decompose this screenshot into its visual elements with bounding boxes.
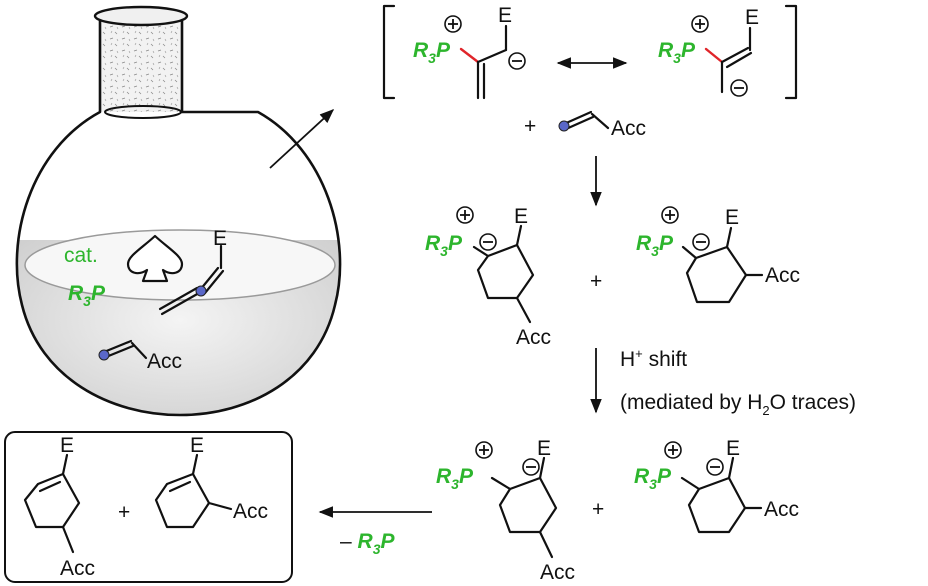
svg-text:Acc: Acc <box>765 264 800 287</box>
positive-charge-icon <box>475 441 493 459</box>
svg-text:R3P: R3P <box>425 232 463 259</box>
plus-sign: + <box>590 270 602 293</box>
cyclopentene-3-acc: E Acc <box>154 434 268 529</box>
cyclopentene-4-acc: E Acc <box>23 434 95 580</box>
flask-neck-frost <box>100 18 182 112</box>
left-bracket <box>382 4 396 100</box>
svg-text:Acc: Acc <box>764 498 799 521</box>
negative-charge-icon <box>730 79 748 97</box>
reaction-arrow-icon <box>269 109 335 169</box>
svg-text:Acc: Acc <box>60 557 95 580</box>
svg-text:R3P: R3P <box>436 465 474 492</box>
flask-phosphine-label: R3P <box>68 282 106 309</box>
allene-marker-atom <box>195 285 207 297</box>
cycloadduct-4-acc: R3P E Acc <box>425 205 551 349</box>
svg-text:Acc: Acc <box>233 500 268 523</box>
svg-text:E: E <box>60 434 74 457</box>
svg-text:E: E <box>726 437 740 460</box>
protonated-intermediate-3-acc: R3P E Acc <box>634 437 799 534</box>
svg-text:Acc: Acc <box>540 561 575 584</box>
svg-text:E: E <box>725 206 739 229</box>
positive-charge-icon <box>456 206 474 224</box>
flask-neck-joint <box>104 105 182 119</box>
svg-text:E: E <box>213 227 227 250</box>
product-box: E Acc + E Acc <box>4 431 293 583</box>
negative-charge-icon <box>522 458 540 476</box>
protonated-intermediate-4-acc: R3P E Acc <box>436 437 575 584</box>
svg-text:Acc: Acc <box>611 117 646 140</box>
svg-text:E: E <box>514 205 528 228</box>
negative-charge-icon <box>692 233 710 251</box>
svg-text:E: E <box>190 434 204 457</box>
svg-text:R3P: R3P <box>658 39 696 66</box>
spade-icon <box>126 234 184 283</box>
elimination-label: – R3P <box>340 530 395 557</box>
plus-sign: + <box>592 498 604 521</box>
svg-text:E: E <box>745 6 759 29</box>
flask-outline <box>15 16 342 417</box>
catalyst-label: cat. <box>64 244 98 267</box>
svg-text:Acc: Acc <box>516 326 551 349</box>
cycloadduct-3-acc: R3P E Acc <box>636 206 800 304</box>
plus-sign: + <box>524 115 536 138</box>
svg-text:R3P: R3P <box>413 39 451 66</box>
right-bracket <box>784 4 798 100</box>
negative-charge-icon <box>508 52 526 70</box>
svg-text:R3P: R3P <box>634 465 672 492</box>
positive-charge-icon <box>661 206 679 224</box>
positive-charge-icon <box>664 441 682 459</box>
mediated-label: (mediated by H2O traces) <box>620 391 856 418</box>
svg-text:E: E <box>498 4 512 27</box>
negative-charge-icon <box>479 233 497 251</box>
positive-charge-icon <box>444 15 462 33</box>
flask-rim <box>93 5 189 27</box>
svg-text:E: E <box>537 437 551 460</box>
flask-acceptor-alkene: Acc <box>98 339 182 373</box>
svg-text:Acc: Acc <box>147 350 182 373</box>
plus-sign: + <box>118 501 130 524</box>
zwitterion-resonance: R3P E R3P E <box>382 4 798 100</box>
flask-allene: E <box>158 227 227 316</box>
negative-charge-icon <box>706 458 724 476</box>
svg-text:R3P: R3P <box>636 232 674 259</box>
round-bottom-flask: cat. R3P E Acc <box>15 5 342 417</box>
proton-shift-label: H+ shift <box>620 346 687 371</box>
positive-charge-icon <box>691 15 709 33</box>
acceptor-alkene: Acc <box>558 110 646 140</box>
